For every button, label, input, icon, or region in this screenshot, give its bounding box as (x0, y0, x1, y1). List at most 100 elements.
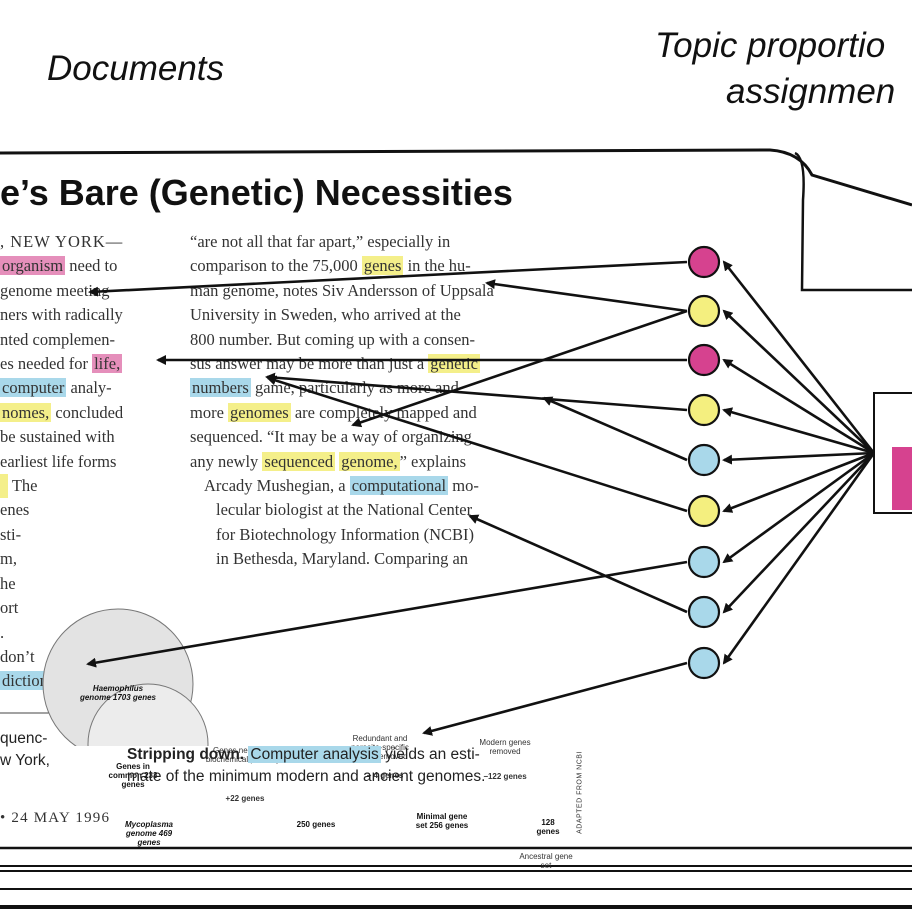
proportion-arrow (722, 260, 876, 454)
biochem-label: Genes needed for biochemical pathways (205, 746, 285, 764)
text-line: The (0, 474, 123, 499)
text-line: , NEW YORK— (0, 232, 124, 251)
text-line: in Bethesda, Maryland. Comparing an (216, 549, 469, 569)
minus4-label: − 4 genes (366, 771, 404, 780)
highlight-word: life, (92, 354, 123, 374)
topic-node-blue (687, 545, 721, 579)
haemophilus-label: Haemophilus genome 1703 genes (79, 684, 157, 702)
documents-heading: Documents (47, 49, 225, 88)
text-line: organism need to (0, 256, 118, 276)
text-line: earliest life forms (0, 451, 117, 471)
proportion-arrow (722, 309, 875, 454)
text-line: “are not all that far apart,” especially… (190, 232, 451, 251)
word-assignment-arrow (266, 375, 688, 513)
proportion-arrow (722, 451, 875, 513)
word-assignment-arrow (468, 514, 688, 614)
text-line: sti- (0, 524, 22, 544)
genes-128-label: 128 genes (536, 818, 560, 836)
highlight-word: genomes (228, 402, 291, 422)
mycoplasma-circle (87, 683, 209, 746)
highlight-word: computational (349, 476, 449, 496)
highlight-word: sequenced (262, 451, 336, 471)
highlight-word: genome, (339, 451, 400, 471)
proportion-arrow (722, 452, 875, 614)
text-line: . (0, 622, 5, 642)
word-assignment-arrow (351, 309, 688, 428)
modern-label: Modern genes removed (479, 738, 531, 756)
text-line: 800 number. But coming up with a consen- (190, 329, 476, 349)
topic-proportion-bar (892, 447, 912, 510)
ancestral-label: Ancestral gene set (519, 852, 573, 870)
topic-assignments-heading: assignmen (726, 72, 896, 111)
left-column: , NEW YORK— organism need to genome meet… (0, 230, 123, 694)
article-page: e’s Bare (Genetic) Necessities , NEW YOR… (0, 148, 912, 870)
middle-column: “are not all that far apart,” especially… (190, 230, 578, 572)
text-line: enes (0, 500, 30, 520)
topic-node-pink (687, 245, 721, 279)
proportion-arrow (722, 407, 875, 455)
text-line: University in Sweden, who arrived at the (190, 305, 461, 325)
genome-figure (42, 608, 209, 746)
text-line: genome meeting (0, 280, 110, 300)
proportion-arrow (722, 452, 876, 665)
topic-node-pink (687, 343, 721, 377)
topic-node-blue (687, 443, 721, 477)
text-line: any newly sequenced genome,” explains (190, 451, 467, 471)
highlight-word: Computer analysis (248, 746, 381, 763)
highlight-word: nomes, (0, 402, 52, 422)
text-line: m, (0, 549, 17, 569)
topic-node-yellow (687, 494, 721, 528)
word-assignment-arrows (86, 260, 688, 736)
topic-node-yellow (687, 393, 721, 427)
topic-node-blue (687, 595, 721, 629)
word-assignment-arrow (265, 372, 688, 412)
page-curl (794, 151, 912, 292)
mycoplasma-label: Mycoplasma genome 469 genes (124, 820, 174, 847)
article-title: e’s Bare (Genetic) Necessities (0, 172, 513, 213)
highlight-word: genes (361, 256, 404, 276)
left-caption-tail: quenc- w York, (0, 730, 50, 769)
text-line: more genomes are completely mapped and (190, 402, 477, 422)
text-line: dictions (0, 669, 123, 693)
text-line: computer analy- (0, 378, 112, 398)
highlight-word: computer (0, 378, 67, 398)
proportion-arrows (722, 260, 876, 665)
text-line: comparison to the 75,000 genes in the hu… (190, 256, 471, 276)
topic-node-blue (687, 646, 721, 680)
text-line: man genome, notes Siv Andersson of Uppsa… (190, 280, 494, 300)
text-line: for Biotechnology Information (NCBI) (216, 524, 474, 544)
word-assignment-arrow (86, 560, 688, 668)
text-line: he (0, 573, 16, 593)
text-line: ort (0, 598, 19, 618)
figure-caption: Stripping down. Computer analysis yields… (127, 746, 486, 785)
text-line: don’t (0, 646, 35, 666)
text-line: es needed for life, (0, 354, 123, 374)
text-line: nted complemen- (0, 329, 116, 349)
highlight-word: numbers (190, 378, 251, 398)
text-line: numbers game, particularly as more and (190, 378, 459, 398)
word-assignment-arrow (88, 260, 688, 297)
word-assignment-arrow (422, 661, 688, 736)
plus22-label: +22 genes (225, 794, 265, 803)
highlight-word: dictions (0, 671, 57, 691)
topic-nodes (687, 245, 721, 680)
document-outline (0, 148, 912, 207)
highlight-word (0, 474, 8, 499)
genes-250-label: 250 genes (296, 820, 336, 829)
highlight-word: organism (0, 256, 66, 276)
word-assignment-arrow (542, 396, 688, 462)
text-line: nomes, concluded (0, 402, 124, 422)
minimal-gene-label: Minimal gene set 256 genes (415, 812, 469, 830)
text-line: be sustained with (0, 427, 115, 447)
proportion-arrow (722, 358, 875, 455)
text-line: lecular biologist at the National Center (216, 500, 473, 520)
common-genes-label: Genes in common 233 genes (108, 762, 158, 789)
word-assignment-arrow (485, 279, 688, 313)
topic-node-yellow (687, 294, 721, 328)
footer-date: • 24 MAY 1996 (0, 810, 111, 826)
text-line: sequenced. “It may be a way of organizin… (190, 427, 472, 447)
proportion-arrow (722, 451, 875, 465)
text-line: Arcady Mushegian, a computational mo- (204, 476, 479, 496)
